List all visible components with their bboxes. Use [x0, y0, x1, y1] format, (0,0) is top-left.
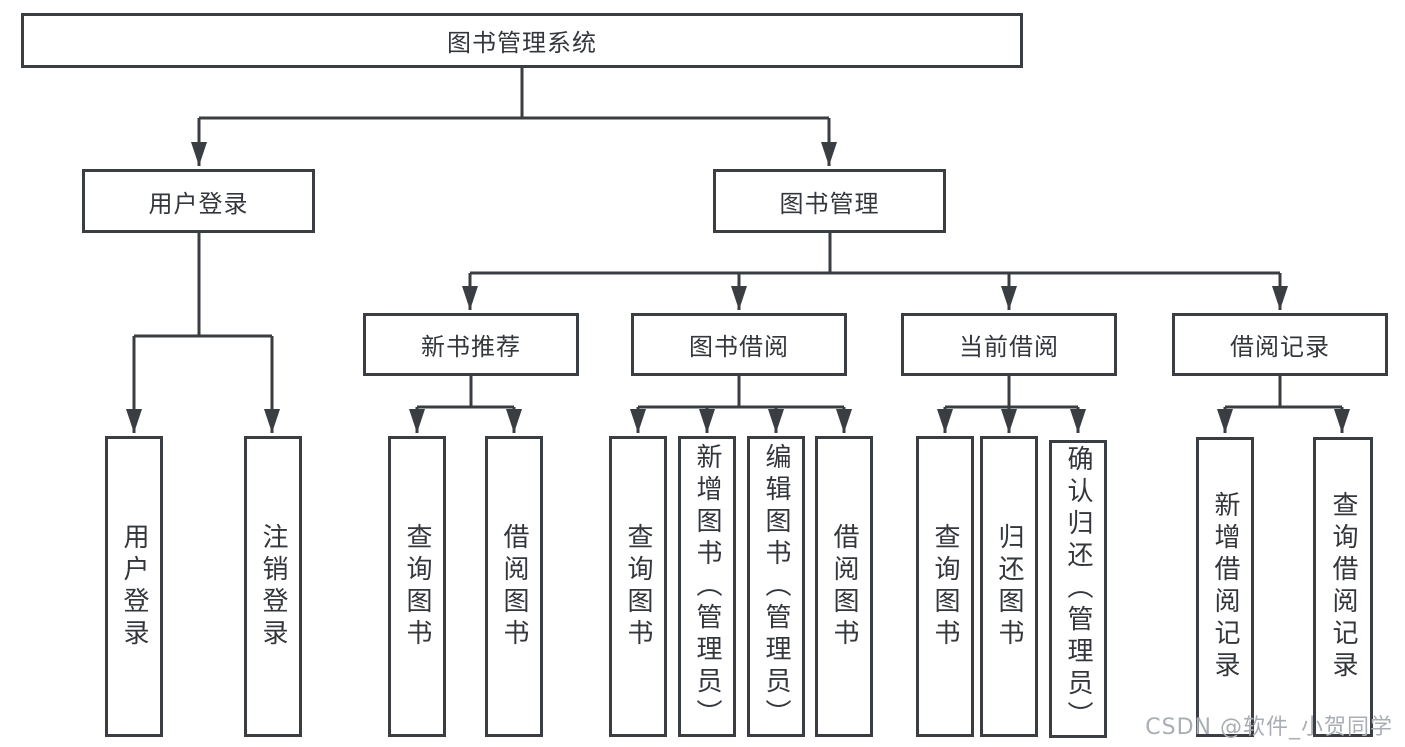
leaf-query-books-borrowing: 查询图书	[609, 436, 667, 737]
leaf-confirm-return-admin: 确认归还（管理员）	[1049, 440, 1107, 738]
node-book-borrowing: 图书借阅	[631, 313, 847, 376]
csdn-watermark: CSDN @软件_小贺同学	[1145, 715, 1393, 740]
node-label: 借阅图书	[829, 522, 859, 651]
leaf-return-books: 归还图书	[980, 436, 1038, 737]
node-current-borrowing: 当前借阅	[901, 313, 1117, 376]
node-label: 查询图书	[402, 522, 432, 651]
node-new-book-recommendation: 新书推荐	[363, 313, 579, 376]
leaf-add-books-admin: 新增图书（管理员）	[678, 436, 736, 737]
leaf-query-borrow-record: 查询借阅记录	[1313, 437, 1373, 737]
node-label: 新书推荐	[421, 333, 521, 361]
node-label: 新增借阅记录	[1210, 491, 1240, 683]
leaf-query-books-recommend: 查询图书	[388, 436, 446, 737]
node-book-management: 图书管理	[713, 169, 946, 233]
node-label: 注销登录	[258, 522, 288, 651]
node-label: 归还图书	[994, 522, 1024, 651]
node-label: 编辑图书（管理员）	[761, 442, 791, 731]
node-library-management-system: 图书管理系统	[21, 13, 1023, 68]
node-label: 查询借阅记录	[1328, 491, 1358, 683]
node-label: 查询图书	[930, 522, 960, 651]
leaf-borrow-books: 借阅图书	[815, 436, 873, 737]
leaf-edit-books-admin: 编辑图书（管理员）	[747, 436, 805, 737]
node-label: 图书管理系统	[447, 29, 597, 57]
leaf-add-borrow-record: 新增借阅记录	[1196, 437, 1254, 737]
node-label: 确认归还（管理员）	[1063, 445, 1093, 733]
leaf-borrow-books-recommend: 借阅图书	[485, 436, 543, 737]
node-label: 查询图书	[623, 522, 653, 651]
node-label: 图书管理	[779, 189, 880, 218]
node-label: 新增图书（管理员）	[692, 442, 722, 731]
node-user-login: 用户登录	[82, 169, 315, 233]
node-label: 用户登录	[119, 522, 149, 651]
node-label: 当前借阅	[959, 333, 1059, 361]
node-label: 用户登录	[148, 189, 249, 218]
node-label: 借阅图书	[499, 522, 529, 651]
leaf-query-books-current: 查询图书	[916, 436, 974, 737]
leaf-logout: 注销登录	[244, 436, 302, 737]
node-label: 借阅记录	[1230, 333, 1330, 361]
leaf-user-login: 用户登录	[105, 436, 163, 737]
node-label: 图书借阅	[689, 333, 789, 361]
node-borrowing-records: 借阅记录	[1172, 313, 1388, 376]
